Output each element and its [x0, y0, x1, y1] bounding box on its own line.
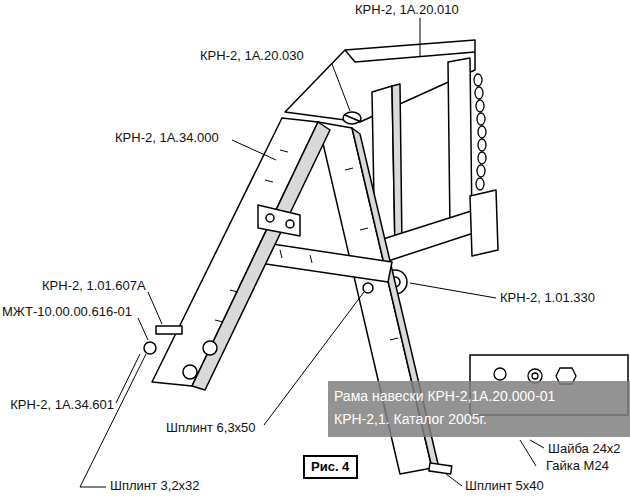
beam-bolt	[343, 112, 361, 124]
left-leg	[152, 118, 318, 386]
part-label: Шплинт 3,2х32	[110, 478, 200, 494]
part-label: КРН-2, 1.01.330	[500, 290, 595, 306]
lug-hole	[286, 220, 294, 228]
bolt	[183, 365, 197, 379]
part-label: Шплинт 6,3х50	[166, 420, 256, 436]
part-label: КРН-2, 1А.20.030	[200, 48, 304, 64]
lug-hole	[266, 214, 274, 222]
part-label: КРН-2, 1.01.607А	[42, 278, 146, 294]
watermark-text: КРН-2,1. Каталог 2005г.	[334, 410, 487, 428]
figure-caption-box: Рис. 4	[303, 455, 358, 479]
part-label: КРН-2, 1А.20.010	[355, 2, 459, 18]
ruler-ticks	[215, 150, 413, 400]
part-label: Шайба 24х2	[548, 441, 621, 457]
watermark-text: Рама навески КРН-2,1А.20.000-01	[334, 387, 555, 405]
hitch-post	[448, 58, 472, 230]
lug	[258, 205, 300, 236]
linchpin	[144, 342, 156, 354]
bolt	[203, 341, 217, 355]
part-label: КРН-2, 1А.34.601	[10, 397, 114, 413]
side-plate	[470, 190, 498, 256]
figure-number: Рис. 4	[311, 459, 350, 475]
leg-pin	[429, 463, 452, 474]
leg-side	[192, 122, 330, 390]
part-label: Гайка М24	[546, 458, 609, 474]
watermark-band	[328, 381, 630, 437]
bolt-slot	[345, 115, 359, 121]
part-label: МЖТ-10.00.00.616-01	[2, 304, 132, 320]
bolt	[363, 283, 373, 293]
chain	[474, 74, 486, 190]
part-label: КРН-2, 1А.34.000	[115, 130, 219, 146]
pin	[156, 326, 182, 334]
leader-lines	[80, 18, 544, 487]
post-side	[392, 84, 402, 250]
part-label: Шплинт 5х40	[465, 478, 544, 494]
